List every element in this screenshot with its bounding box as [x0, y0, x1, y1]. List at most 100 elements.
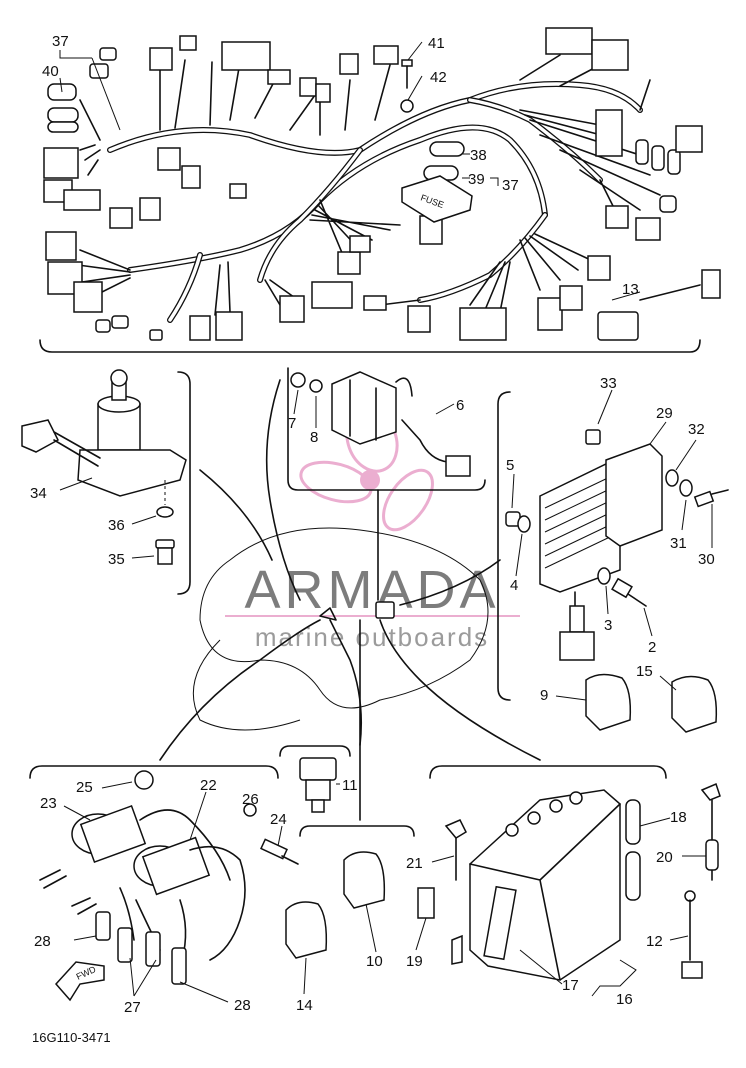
- connector-block-left-3: [63, 189, 101, 211]
- frame-silhouette: [159, 379, 541, 821]
- callout-3: 3: [604, 617, 612, 634]
- callout-8: 8: [310, 429, 318, 446]
- callout-31: 31: [670, 535, 687, 552]
- connector-top-2: [221, 41, 271, 71]
- callout-19: 19: [406, 953, 423, 970]
- nut-25: [134, 770, 154, 790]
- coil-22: [141, 836, 211, 896]
- battery-assembly: [417, 782, 721, 981]
- bolt-24: [260, 838, 299, 865]
- nut-33: [585, 429, 601, 445]
- watermark-subtitle: marine outboards: [255, 622, 489, 652]
- callout-25: 25: [76, 779, 93, 796]
- cap-14: [285, 901, 328, 959]
- washer-42: [400, 99, 414, 113]
- callout-29: 29: [656, 405, 673, 422]
- callout-27: 27: [124, 999, 141, 1016]
- coil-23: [79, 805, 147, 863]
- callout-20: 20: [656, 849, 673, 866]
- rectifier-bracket: [497, 391, 511, 701]
- connector-center-2: [459, 307, 507, 341]
- cap-15: [671, 675, 718, 733]
- battery-bracket: [429, 765, 667, 779]
- callout-21: 21: [406, 855, 423, 872]
- callout-37a: 37: [52, 33, 69, 50]
- connector-block-left-1: [43, 147, 79, 179]
- washer-3: [597, 567, 611, 585]
- main-wire-harness: [77, 54, 701, 323]
- connector-block-left-4: [45, 231, 77, 261]
- callout-28b: 28: [234, 997, 251, 1014]
- screw-41: [401, 59, 413, 89]
- starter-relay-assembly: [290, 371, 471, 477]
- callout-11: 11: [342, 777, 358, 794]
- cap-10: [343, 851, 386, 909]
- group-brackets: [29, 339, 701, 837]
- harness-connectors: FUSE: [43, 27, 721, 341]
- tube-18: [625, 799, 641, 845]
- switch-bracket: [177, 371, 191, 595]
- callout-24: 24: [270, 811, 287, 828]
- callout-33: 33: [600, 375, 617, 392]
- callout-12: 12: [646, 933, 663, 950]
- callout-26: 26: [242, 791, 259, 808]
- bolt-30: [693, 489, 729, 508]
- callout-14: 14: [296, 997, 313, 1014]
- callout-40: 40: [42, 63, 59, 80]
- connector-right-1: [595, 109, 623, 157]
- callout-18: 18: [670, 809, 687, 826]
- callout-15: 15: [636, 663, 653, 680]
- callout-34: 34: [30, 485, 47, 502]
- callout-38: 38: [470, 147, 487, 164]
- callout-16: 16: [616, 991, 633, 1008]
- washer-32: [665, 469, 679, 487]
- connector-top-1: [149, 47, 173, 71]
- harness-bracket: [39, 339, 701, 353]
- watermark-title: ARMADA: [244, 560, 499, 620]
- callout-22: 22: [200, 777, 217, 794]
- callout-39: 39: [468, 171, 485, 188]
- callout-32: 32: [688, 421, 705, 438]
- callout-37b: 37: [502, 177, 519, 194]
- sender-11: [299, 757, 337, 813]
- main-switch-assembly: [21, 369, 187, 565]
- washer-31: [679, 479, 693, 497]
- ignition-coil-assembly: FWD: [39, 770, 299, 1002]
- watermark: ARMADA marine outboards: [225, 407, 520, 652]
- callout-labels: 37 40 41 42 38 39 37 13 34 36 35 7 8 6 3…: [30, 33, 715, 1016]
- callout-13: 13: [622, 281, 639, 298]
- connector-top-right-1: [545, 27, 593, 55]
- rectifier-regulator-assembly: [505, 429, 729, 661]
- callout-9: 9: [540, 687, 548, 704]
- callout-36: 36: [108, 517, 125, 534]
- callout-42: 42: [430, 69, 447, 86]
- callout-30: 30: [698, 551, 715, 568]
- washer-36: [156, 506, 174, 518]
- fuse-box: FUSE: [401, 175, 473, 223]
- washer-8: [309, 379, 323, 393]
- bolt-2: [611, 577, 647, 607]
- callout-17: 17: [562, 977, 579, 994]
- callout-2: 2: [648, 639, 656, 656]
- callout-5: 5: [506, 457, 514, 474]
- callout-41: 41: [428, 35, 445, 52]
- ignition-bracket: [29, 765, 279, 779]
- fwd-arrow: FWD: [54, 961, 105, 1002]
- lead-19: [417, 887, 435, 919]
- drawing-code: 16G110-3471: [32, 1030, 111, 1045]
- connector-13: [597, 311, 639, 341]
- callout-4: 4: [510, 577, 518, 594]
- rectifier-29: [605, 443, 663, 547]
- callout-10: 10: [366, 953, 383, 970]
- screw-35: [155, 539, 175, 565]
- connector-center-1: [311, 281, 353, 309]
- callout-28a: 28: [34, 933, 51, 950]
- fuse-38: [429, 141, 465, 157]
- sender-bracket: [279, 745, 351, 757]
- relay-bracket: [287, 367, 486, 491]
- cap-9: [585, 673, 632, 731]
- callout-7: 7: [288, 415, 296, 432]
- callout-23: 23: [40, 795, 57, 812]
- cap-bracket: [299, 825, 415, 837]
